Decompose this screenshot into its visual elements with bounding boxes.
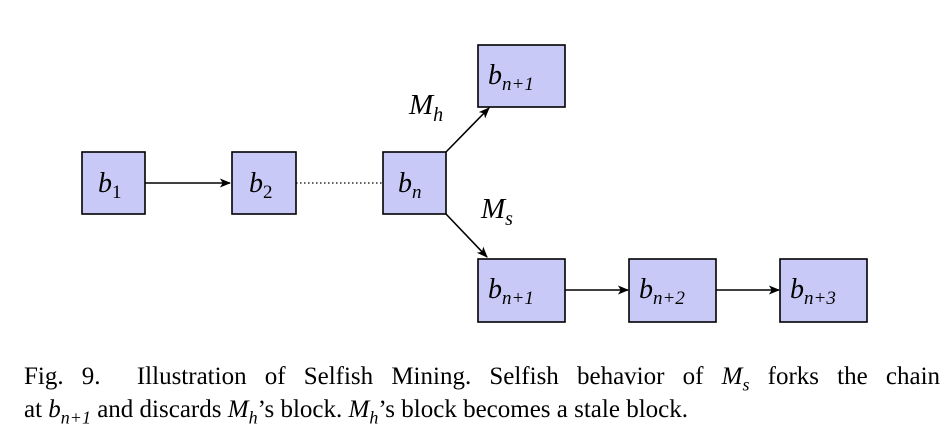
selfish-mining-diagram: Mh Ms b1 b2 bn bn+1 bn+1 bn+2 bn+3 [81, 44, 868, 323]
svg-text:b1: b1 [98, 168, 122, 203]
block-b2: b2 [231, 151, 297, 215]
block-b1: b1 [81, 151, 146, 215]
svg-text:b2: b2 [249, 168, 273, 203]
caption-fig-label: Fig. 9. [24, 363, 101, 390]
caption-var-mh-2: Mh [348, 396, 379, 428]
svg-text:bn+1: bn+1 [488, 274, 534, 309]
figure-caption: Fig. 9. Illustration of Selfish Mining. … [24, 360, 940, 426]
block-bn3: bn+3 [779, 258, 868, 323]
svg-text:bn+2: bn+2 [639, 274, 685, 309]
edge-label-mh: Mh [408, 89, 443, 126]
caption-var-bn1: bn+1 [48, 396, 91, 428]
caption-text-1: Illustration of Selfish Mining. Selfish … [136, 363, 704, 390]
caption-text-2: forks the chain [767, 363, 941, 390]
caption-text-3: at [24, 396, 43, 423]
caption-var-mh: Mh [227, 396, 258, 428]
svg-text:bn+3: bn+3 [790, 274, 836, 309]
svg-text:bn: bn [398, 168, 422, 203]
block-bn2: bn+2 [628, 258, 717, 323]
block-bn1-top: bn+1 [477, 44, 566, 108]
caption-text-5: ’s block. [257, 396, 343, 423]
caption-text-6: ’s block becomes a stale block. [378, 396, 688, 423]
edge-bn-bn1-bottom [445, 213, 488, 258]
caption-line-1: Fig. 9. Illustration of Selfish Mining. … [24, 360, 940, 393]
edge-bn-bn1-top [445, 107, 490, 153]
caption-var-ms: Ms [721, 363, 750, 395]
caption-line-2: at bn+1 and discards Mh’s block. Mh’s bl… [24, 393, 940, 426]
caption-text-4: and discards [97, 396, 222, 423]
edge-label-ms: Ms [480, 193, 513, 230]
block-bn1-bottom: bn+1 [477, 258, 566, 323]
block-bn: bn [382, 151, 447, 215]
svg-text:bn+1: bn+1 [488, 60, 534, 95]
